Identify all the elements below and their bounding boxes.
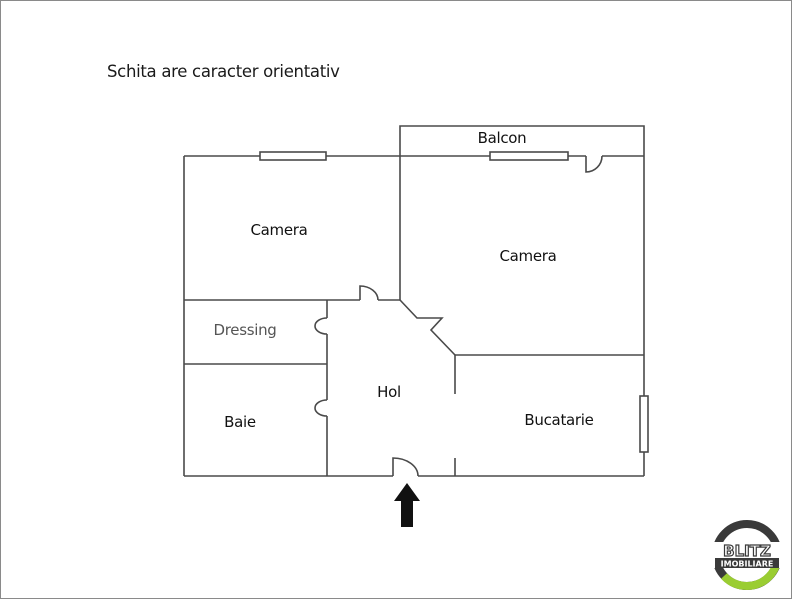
arrow-up-icon [394,483,420,527]
wall-diagonal [399,299,456,356]
room-label-camera-1: Camera [250,221,308,239]
balcony-door [585,155,603,173]
door-dressing [314,317,328,335]
room-label-baie: Baie [224,413,256,431]
blitz-logo: BLITZ IMOBILIARE [712,520,782,590]
room-label-dressing: Dressing [213,321,277,339]
logo-text-blitz: BLITZ [723,542,771,560]
door-camera-1 [359,285,379,301]
room-label-bucatarie: Bucatarie [524,411,594,429]
entrance-door [392,457,419,477]
window-camera-1 [259,151,327,161]
room-label-camera-2: Camera [499,247,557,265]
logo-text-imobiliare: IMOBILIARE [721,560,774,569]
room-label-balcon: Balcon [477,129,527,147]
balcony-outline [399,125,645,156]
room-label-hol: Hol [377,383,401,401]
door-baie [314,399,328,417]
window-camera-2 [489,151,569,161]
window-bucatarie [639,395,649,453]
disclaimer-title: Schita are caracter orientativ [107,62,340,81]
